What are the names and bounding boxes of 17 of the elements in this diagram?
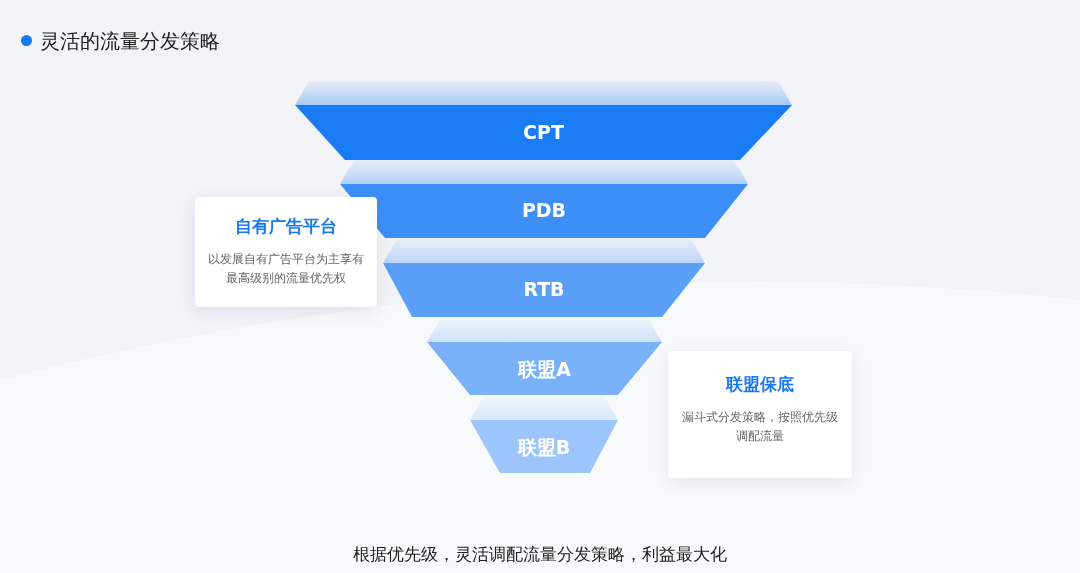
card-text: 漏斗式分发策略，按照优先级调配流量 (681, 409, 839, 445)
caption: 根据优先级，灵活调配流量分发策略，利益最大化 (352, 543, 728, 566)
funnel-layer (383, 239, 705, 317)
funnel-layer (340, 160, 748, 238)
funnel-layer (295, 81, 792, 160)
funnel-layer (470, 396, 618, 473)
funnel-layer (427, 318, 662, 395)
layer-label: CPT (522, 120, 565, 143)
info-card (195, 197, 377, 307)
layer-label: 联盟A (516, 356, 572, 382)
card-text: 以发展自有广告平台为主享有最高级别的流量优先权 (207, 251, 365, 287)
layer-label: 联盟B (516, 434, 572, 460)
card-heading: 自有广告平台 (234, 215, 338, 238)
card-heading: 联盟保底 (724, 373, 795, 396)
layer-label: RTB (522, 278, 566, 300)
layer-label: PDB (520, 199, 568, 221)
title: 灵活的流量分发策略 (40, 28, 220, 55)
